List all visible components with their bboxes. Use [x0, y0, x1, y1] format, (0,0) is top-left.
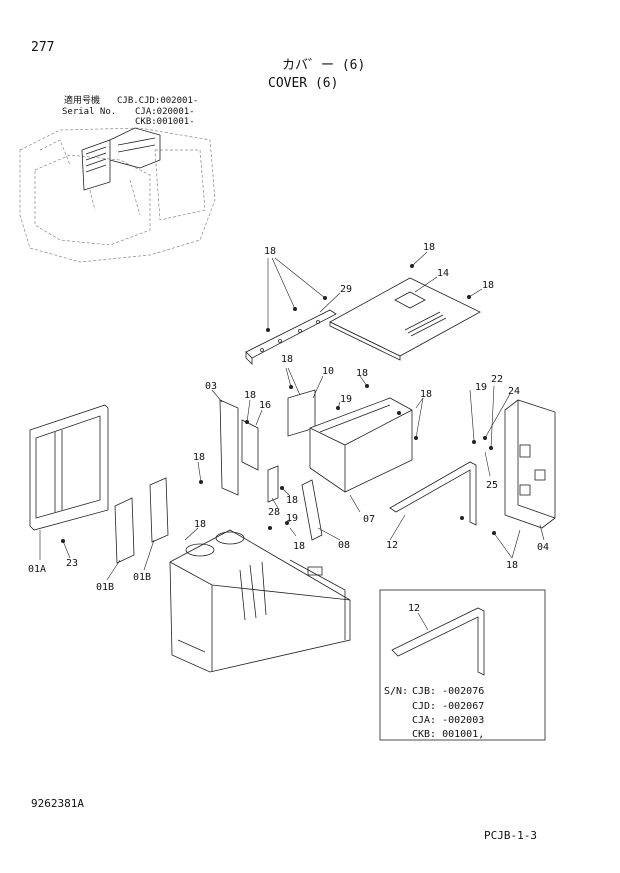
callouts: 18 18 14 18 29 18 10 18 03 18 16 19 18 1…	[28, 242, 549, 614]
part-14-top-plate	[329, 277, 481, 361]
callout-18: 18	[356, 368, 368, 379]
callout-18: 18	[482, 280, 494, 291]
inset-serial: S/N: CJB: -002076 CJD: -002067 CJA: -002…	[384, 686, 484, 740]
inset-row-1: CJB: -002076	[412, 686, 484, 697]
callout-29: 29	[340, 284, 352, 295]
part-08-post	[301, 479, 323, 541]
callout-28: 28	[268, 507, 280, 518]
inset-row-3: CJA: -002003	[412, 715, 484, 726]
callout-07: 07	[363, 514, 375, 525]
callout-16: 16	[259, 400, 271, 411]
part-12-bracket	[389, 461, 477, 526]
tank-assembly	[169, 529, 351, 673]
callout-08: 08	[338, 540, 350, 551]
callout-18: 18	[286, 495, 298, 506]
inset-row-4: CKB: 001001,	[412, 729, 484, 740]
serial-line-3: CKB:001001-	[135, 117, 195, 127]
part-01A-door	[29, 404, 109, 531]
callout-12: 12	[386, 540, 398, 551]
callout-18: 18	[506, 560, 518, 571]
part-01B-pad-2	[149, 477, 169, 543]
part-28-bracket	[267, 465, 279, 503]
callout-18: 18	[194, 519, 206, 530]
inset-box	[379, 589, 546, 741]
inset-sn-label: S/N:	[384, 686, 408, 697]
callout-14: 14	[437, 268, 449, 279]
callout-18: 18	[244, 390, 256, 401]
callout-18: 18	[293, 541, 305, 552]
serial-line-1: CJB.CJD:002001-	[117, 96, 199, 106]
callout-18: 18	[281, 354, 293, 365]
part-16-plate	[241, 419, 259, 471]
drawing-number: 9262381A	[31, 797, 84, 810]
callout-18: 18	[423, 242, 435, 253]
callout-18: 18	[420, 389, 432, 400]
callout-03: 03	[205, 381, 217, 392]
serial-label-jp: 適用号機	[64, 96, 101, 106]
page-number: 277	[31, 40, 55, 55]
machine-thumbnail	[19, 127, 216, 263]
part-04-side-panel	[504, 399, 556, 529]
page-code: PCJB-1-3	[484, 829, 537, 842]
part-01B-pad-1	[114, 497, 135, 564]
serial-line-2: CJA:020001-	[135, 107, 195, 117]
callout-01B: 01B	[96, 582, 114, 593]
title-japanese: カバ゛ー (6)	[282, 58, 366, 73]
callout-18: 18	[193, 452, 205, 463]
callout-01A: 01A	[28, 564, 46, 575]
callout-18: 18	[264, 246, 276, 257]
callout-19: 19	[286, 513, 298, 524]
inset-row-2: CJD: -002067	[412, 701, 484, 712]
callout-24: 24	[508, 386, 520, 397]
callout-04: 04	[537, 542, 549, 553]
callout-10: 10	[322, 366, 334, 377]
callout-23: 23	[66, 558, 78, 569]
part-07-box	[309, 397, 413, 493]
callout-22: 22	[491, 374, 503, 385]
callout-01B: 01B	[133, 572, 151, 583]
callout-12-inset: 12	[408, 603, 420, 614]
callout-19: 19	[340, 394, 352, 405]
part-03-panel	[219, 399, 239, 496]
callout-19: 19	[475, 382, 487, 393]
serial-label-en: Serial No.	[62, 107, 117, 117]
leader-lines	[39, 251, 545, 581]
part-29-bracket	[245, 309, 337, 365]
title-english: COVER (6)	[268, 76, 339, 91]
callout-25: 25	[486, 480, 498, 491]
